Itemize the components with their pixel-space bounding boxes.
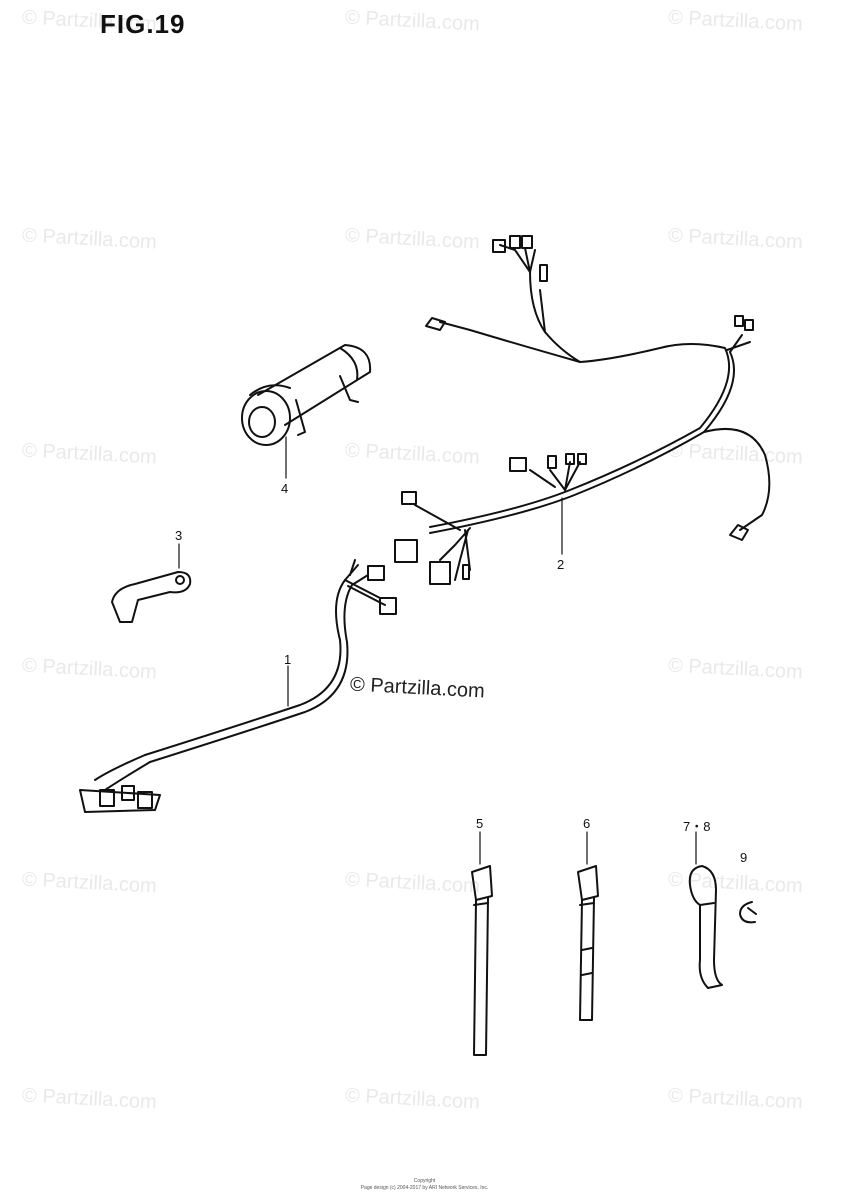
- callout-leaders: [178, 436, 697, 865]
- callout-7-8: 7・8: [683, 819, 711, 834]
- ignition-coil-drawing: [241, 344, 372, 446]
- callout-3: 3: [175, 528, 183, 543]
- cable-band-drawing: [577, 865, 599, 1021]
- clamp-band-drawing: [688, 865, 723, 989]
- callout-1: 1: [284, 652, 292, 667]
- clip-drawing: [739, 901, 757, 924]
- callout-5: 5: [476, 816, 484, 831]
- sub-harness-drawing: [79, 559, 397, 813]
- main-harness-drawing: [394, 235, 771, 585]
- footer-page-design: Page design (c) 2004-2017 by ARI Network…: [360, 1185, 489, 1191]
- footer-copyright: Copyright: [413, 1178, 436, 1184]
- callout-9: 9: [740, 850, 748, 865]
- callout-4: 4: [281, 481, 289, 496]
- clamp-drawing: [111, 571, 192, 623]
- callout-6: 6: [583, 816, 591, 831]
- callout-2: 2: [557, 557, 565, 572]
- cable-band-long-drawing: [471, 865, 493, 1056]
- figure-title: FIG.19: [100, 9, 186, 39]
